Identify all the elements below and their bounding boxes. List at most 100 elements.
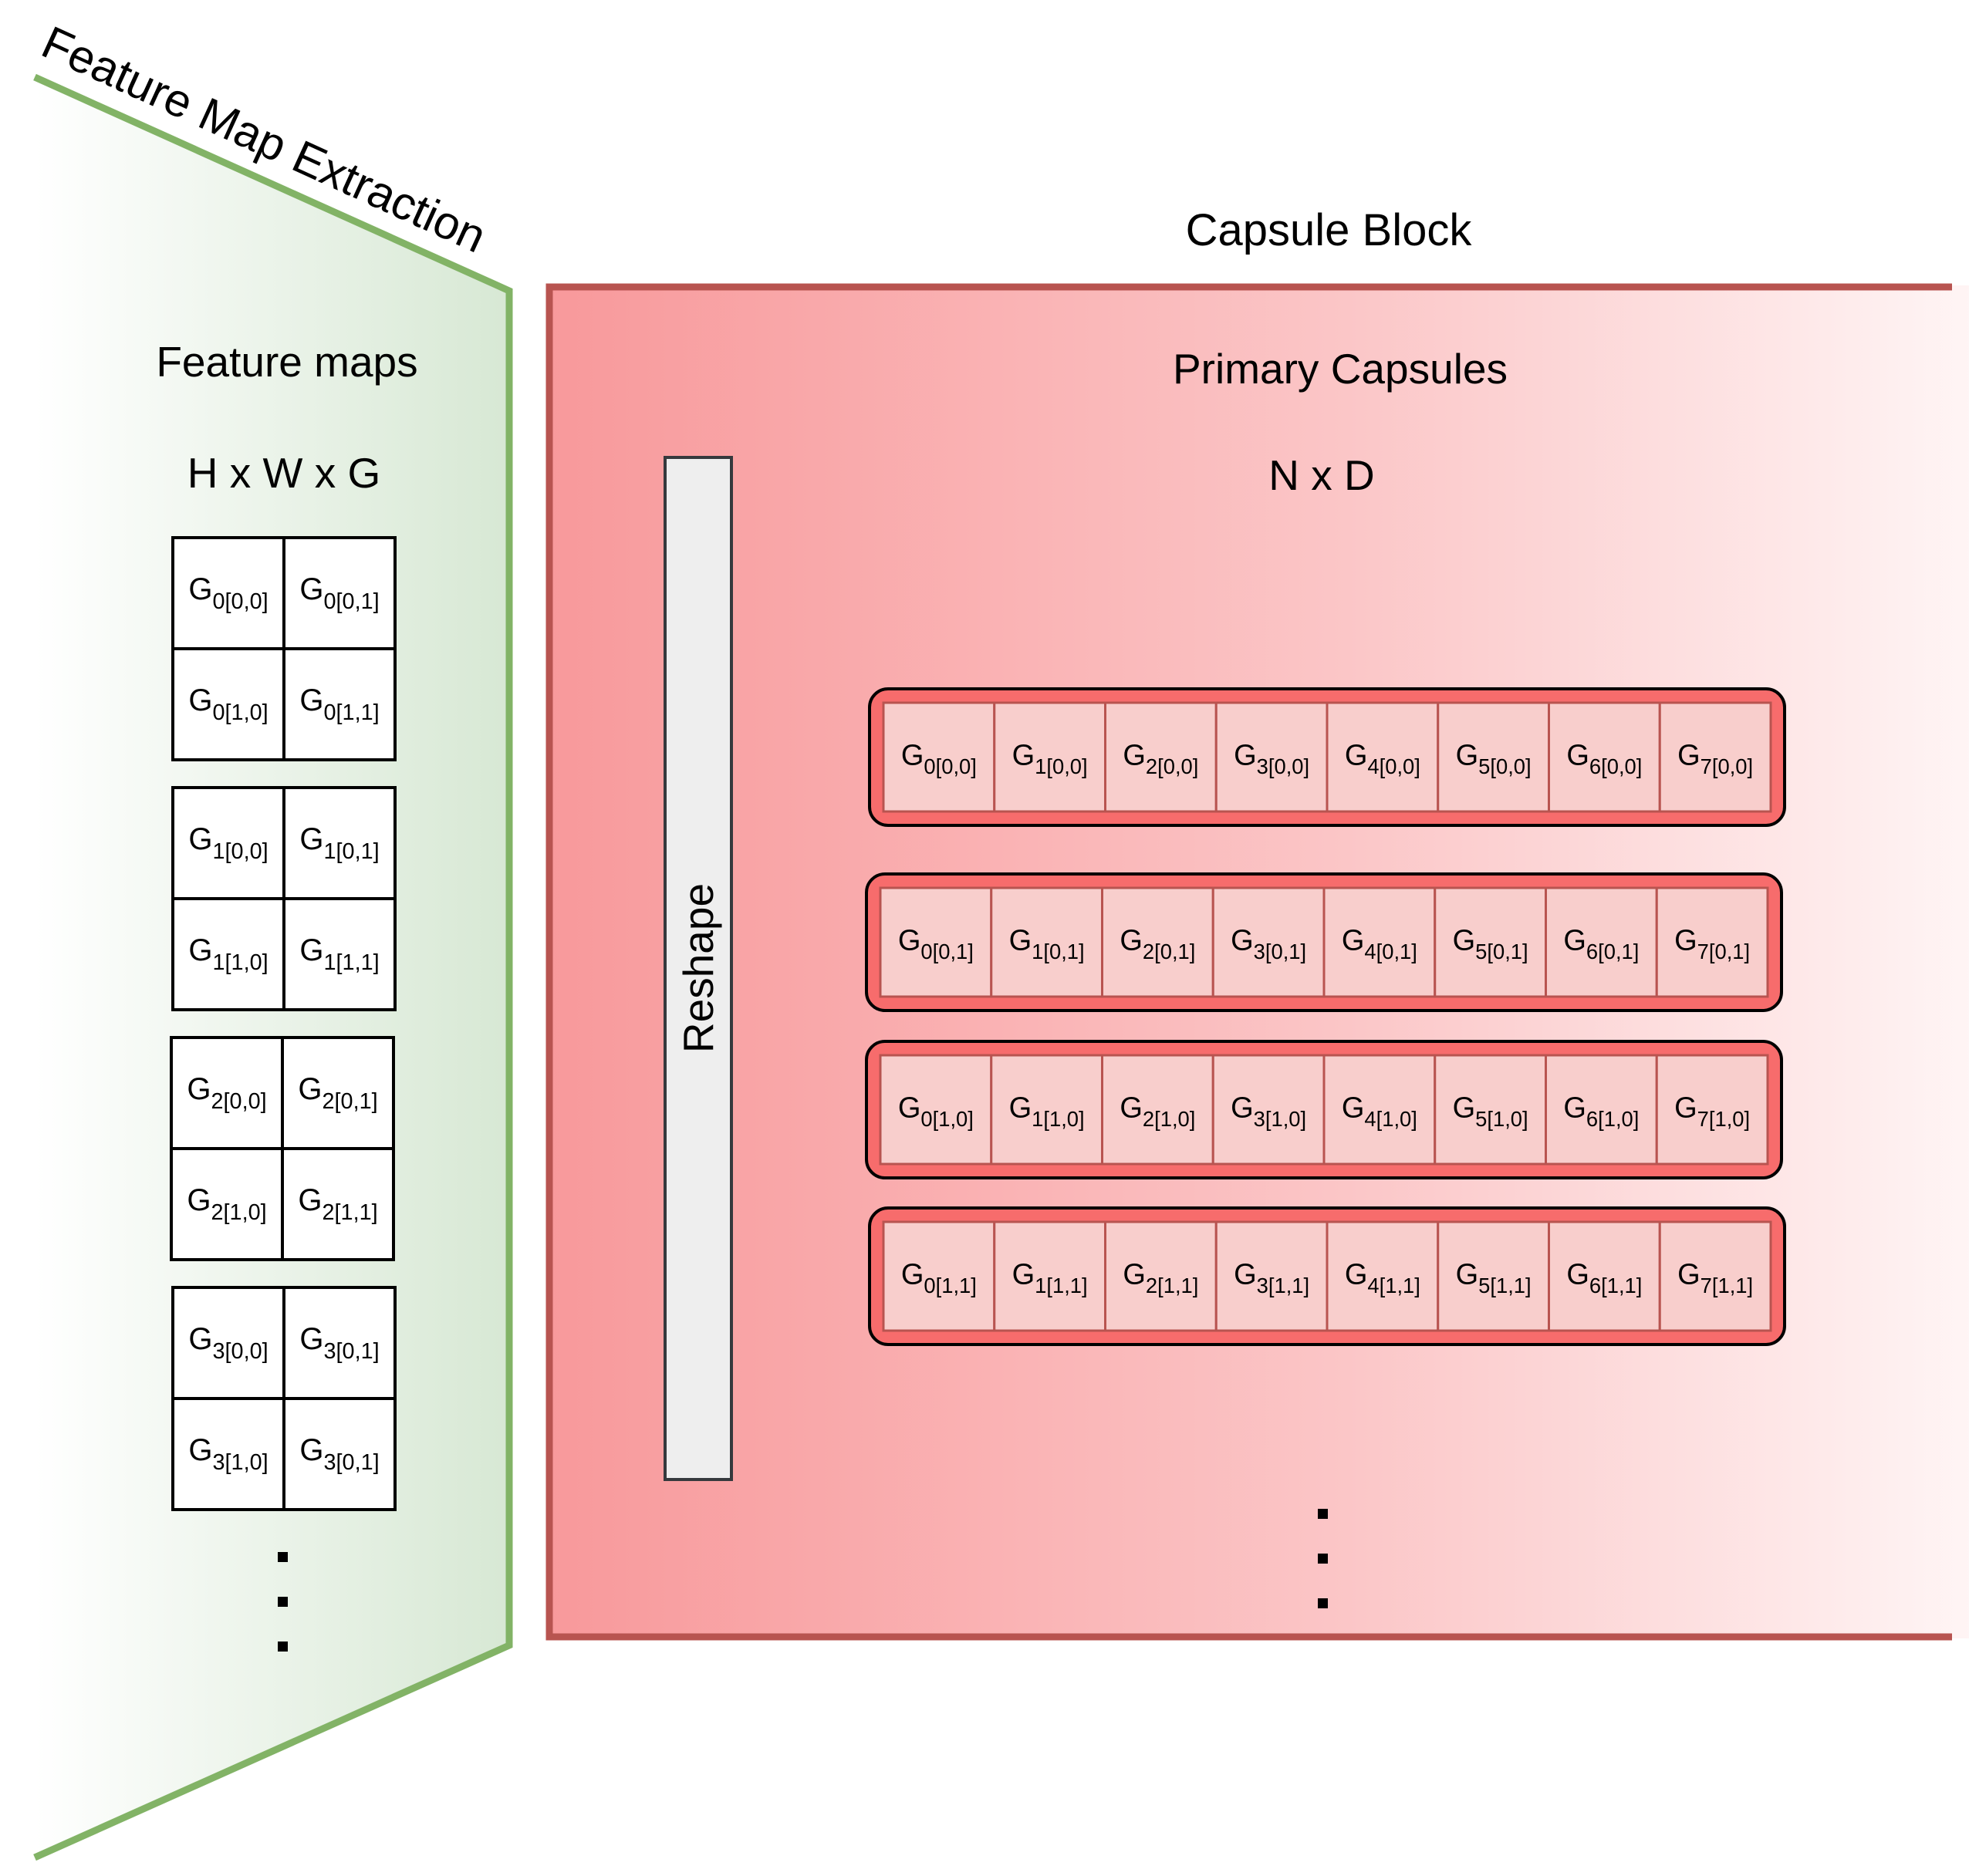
cell-label-main: G xyxy=(188,822,212,856)
primary-capsule-rows: G0[0,0]G1[0,0]G2[0,0]G3[0,0]G4[0,0]G5[0,… xyxy=(865,687,1786,1346)
capsule-cell xyxy=(1655,1054,1769,1166)
cell-label: G7[0,1] xyxy=(1674,925,1750,963)
feature-map-cell xyxy=(171,647,285,761)
capsule-cell xyxy=(1326,1220,1440,1332)
cell-label-sub: 0[0,0] xyxy=(924,754,976,778)
cell-label-sub: 6[0,0] xyxy=(1589,754,1642,778)
feature-maps-label: Feature maps xyxy=(156,338,417,386)
cell-label: G6[1,1] xyxy=(1566,1259,1642,1297)
feature-map-cell xyxy=(282,647,397,761)
cell-label-main: G xyxy=(1677,740,1700,772)
capsule-cell xyxy=(1214,1220,1329,1332)
cell-label-sub: 0[1,1] xyxy=(924,1274,976,1297)
cell-label-main: G xyxy=(901,740,924,772)
capsule-cell xyxy=(1104,701,1218,813)
cell-label-sub: 3[1,0] xyxy=(1254,1107,1306,1131)
cell-label-main: G xyxy=(1009,925,1032,957)
cell-label-sub: 0[1,0] xyxy=(213,700,268,725)
capsule-cell xyxy=(1326,701,1440,813)
cell-label-main: G xyxy=(1231,925,1254,957)
cell-label: G3[1,0] xyxy=(1231,1092,1306,1131)
cell-label-main: G xyxy=(188,683,212,717)
feature-map-cell xyxy=(282,1397,397,1511)
reshape-box xyxy=(664,456,733,1481)
cell-label: G1[1,0] xyxy=(1009,1092,1085,1131)
reshape-bar: Reshape xyxy=(664,456,733,1481)
cell-label-sub: 5[0,0] xyxy=(1478,754,1531,778)
cell-label-sub: 4[0,0] xyxy=(1367,754,1420,778)
cell-label: G0[1,0] xyxy=(188,683,268,725)
cell-label-sub: 7[0,0] xyxy=(1700,754,1753,778)
cell-label-main: G xyxy=(187,1183,211,1217)
cell-label-main: G xyxy=(898,1092,921,1125)
capsule-cell xyxy=(882,1220,996,1332)
cell-label: G2[1,1] xyxy=(298,1183,377,1225)
cell-label: G5[1,0] xyxy=(1453,1092,1528,1131)
cell-label-sub: 6[1,1] xyxy=(1589,1274,1642,1297)
cell-label-sub: 7[0,1] xyxy=(1697,940,1750,963)
cell-label: G4[1,1] xyxy=(1345,1259,1420,1297)
cell-label-main: G xyxy=(1012,740,1035,772)
feature-maps-ellipsis xyxy=(278,1552,288,1652)
cell-label: G6[0,1] xyxy=(1563,925,1639,963)
cell-label: G2[0,0] xyxy=(1123,740,1198,778)
cell-label-sub: 2[0,1] xyxy=(1143,940,1195,963)
cell-label-sub: 2[1,1] xyxy=(1146,1274,1198,1297)
cell-label: G1[1,1] xyxy=(299,933,379,975)
cell-label-sub: 1[0,0] xyxy=(213,839,268,864)
cell-label-sub: 3[0,0] xyxy=(213,1339,268,1364)
cell-label-main: G xyxy=(1566,1259,1589,1291)
feature-map-grid: G1[0,0]G1[0,1]G1[1,0]G1[1,1] xyxy=(171,786,397,1011)
cell-label-sub: 1[1,0] xyxy=(213,950,268,975)
cell-label-sub: 3[0,1] xyxy=(324,1450,380,1475)
cell-label-sub: 4[1,1] xyxy=(1367,1274,1420,1297)
capsule-cell xyxy=(1545,1054,1658,1166)
cell-label: G1[1,1] xyxy=(1012,1259,1088,1297)
capsule-cell xyxy=(993,1220,1106,1332)
cell-label-main: G xyxy=(188,933,212,967)
cell-label: G0[0,1] xyxy=(299,572,379,614)
cell-label-main: G xyxy=(1453,1092,1476,1125)
cell-label-main: G xyxy=(299,1322,323,1356)
cell-label-sub: 0[1,1] xyxy=(324,700,380,725)
ellipsis-dot xyxy=(278,1552,288,1562)
capsule-cell xyxy=(1658,1220,1772,1332)
cell-label-main: G xyxy=(1563,1092,1586,1125)
capsule-cell xyxy=(1545,886,1658,998)
cell-label-sub: 2[0,0] xyxy=(211,1089,267,1114)
cell-label-main: G xyxy=(1120,1092,1143,1125)
cell-label: G1[0,0] xyxy=(188,822,268,864)
cell-label-sub: 6[0,1] xyxy=(1586,940,1639,963)
cell-label: G1[0,1] xyxy=(1009,925,1085,963)
cell-label: G6[1,0] xyxy=(1563,1092,1639,1131)
cell-label: G3[0,1] xyxy=(299,1433,379,1475)
cell-label-sub: 3[0,0] xyxy=(1257,754,1309,778)
capsule-cell xyxy=(1548,701,1661,813)
cell-label-main: G xyxy=(299,1433,323,1467)
cell-label-sub: 7[1,0] xyxy=(1697,1107,1750,1131)
cell-label-sub: 3[1,0] xyxy=(213,1450,268,1475)
capsule-cell xyxy=(990,886,1103,998)
cell-label-sub: 3[1,1] xyxy=(1257,1274,1309,1297)
cell-label-sub: 2[1,0] xyxy=(1143,1107,1195,1131)
cell-label: G1[0,1] xyxy=(299,822,379,864)
ellipsis-dot xyxy=(278,1597,288,1607)
cell-label-sub: 5[0,1] xyxy=(1475,940,1528,963)
capsule-block-title: Capsule Block xyxy=(1186,205,1473,255)
capsule-cell xyxy=(1101,886,1214,998)
primary-capsule: G0[1,1]G1[1,1]G2[1,1]G3[1,1]G4[1,1]G5[1,… xyxy=(868,1206,1786,1346)
cell-label-main: G xyxy=(1674,925,1697,957)
cell-label: G2[1,0] xyxy=(1120,1092,1195,1131)
cell-label-main: G xyxy=(298,1072,322,1106)
capsule-cell xyxy=(1104,1220,1218,1332)
cell-label-sub: 4[1,0] xyxy=(1364,1107,1417,1131)
cell-label-main: G xyxy=(1456,740,1479,772)
cell-label-sub: 1[1,1] xyxy=(1035,1274,1087,1297)
cell-label-main: G xyxy=(188,1433,212,1467)
cell-label-main: G xyxy=(1123,740,1146,772)
cell-label: G5[1,1] xyxy=(1456,1259,1532,1297)
cell-label-main: G xyxy=(901,1259,924,1291)
ellipsis-dot xyxy=(1318,1509,1328,1519)
ellipsis-dot xyxy=(278,1642,288,1652)
